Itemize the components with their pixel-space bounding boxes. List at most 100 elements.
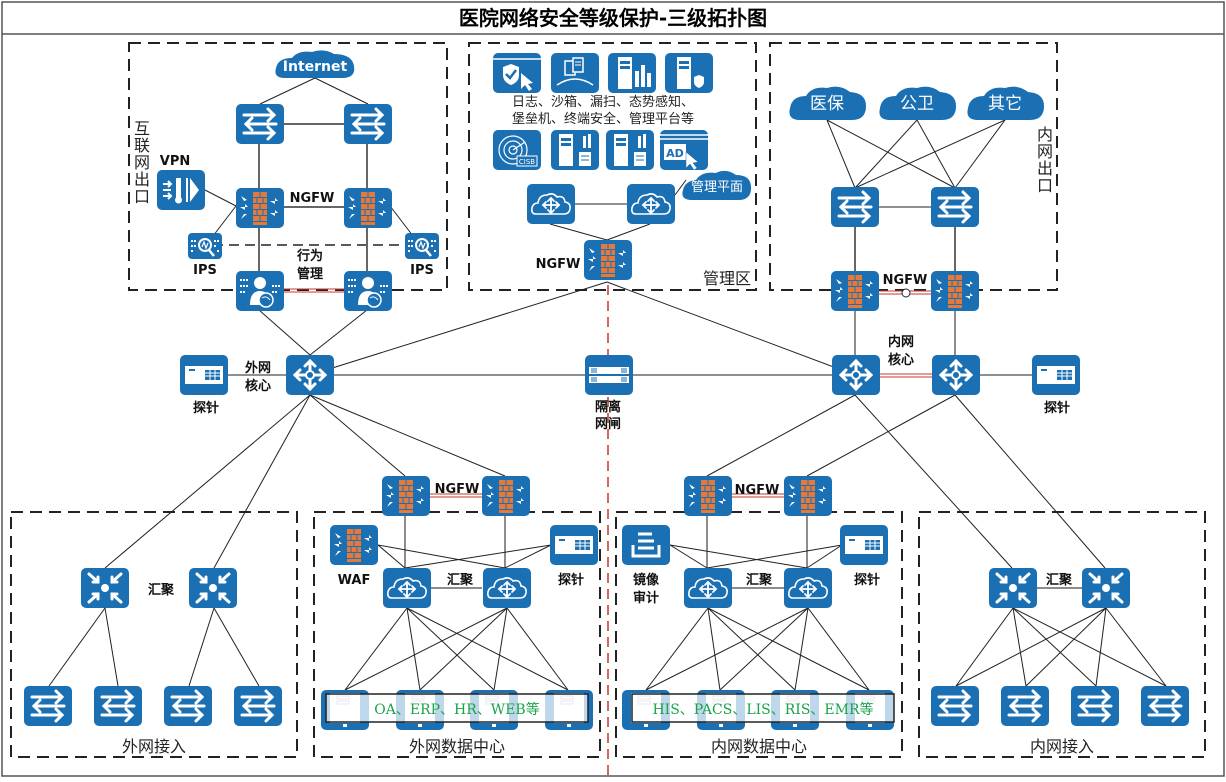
cloud-other[interactable]: 其它 — [967, 86, 1044, 120]
int-access-switch-2[interactable] — [1001, 686, 1049, 726]
intranet-ngfw-left[interactable] — [831, 271, 879, 311]
int-probe[interactable] — [1032, 355, 1080, 395]
audit-label-1: 镜像 — [633, 572, 660, 588]
int-dc-probe[interactable] — [840, 525, 888, 565]
mgmt-situation-awareness-icon[interactable] — [551, 130, 599, 170]
ext-dc-apps-label: OA、ERP、HR、WEB等 — [374, 701, 539, 718]
inet-ngfw-left[interactable] — [236, 188, 284, 228]
ext-probe[interactable] — [180, 355, 228, 395]
ha-link-node — [901, 288, 911, 298]
int-dc-ngfw-right[interactable] — [784, 476, 832, 516]
inet-switch-left[interactable] — [236, 104, 284, 144]
int-dc-zone-label: 内网数据中心 — [711, 737, 807, 756]
mgmt-bastion-icon[interactable] — [606, 130, 654, 170]
inet-ngfw-label: NGFW — [290, 191, 335, 206]
ext-dc-agg-label: 汇聚 — [447, 573, 474, 588]
mgmt-sandbox-icon[interactable] — [551, 53, 599, 93]
svg-text:口: 口 — [1037, 176, 1053, 195]
ext-dc-apps-box — [325, 693, 589, 723]
svg-text:互: 互 — [134, 119, 150, 138]
svg-text:网: 网 — [134, 153, 150, 172]
cloud-public-health[interactable]: 公卫 — [879, 86, 956, 120]
ext-dc-probe[interactable] — [550, 525, 598, 565]
zone-management — [468, 42, 757, 291]
ext-dc-agg-right[interactable] — [483, 568, 531, 608]
int-core-label-2: 核心 — [888, 352, 914, 368]
ext-access-switch-1[interactable] — [24, 686, 72, 726]
mgmt-plane-label: 管理平面 — [691, 180, 743, 195]
mgmt-desc-line2: 堡垒机、终端安全、管理平台等 — [512, 111, 694, 127]
int-dc-agg-left[interactable] — [684, 568, 732, 608]
behavior-mgmt-left[interactable] — [236, 271, 284, 311]
int-access-switch-3[interactable] — [1071, 686, 1119, 726]
mgmt-desc-line1: 日志、沙箱、漏扫、态势感知、 — [512, 94, 694, 110]
int-core-label-1: 内网 — [888, 334, 914, 350]
int-access-switch-1[interactable] — [931, 686, 979, 726]
ext-access-agg-right[interactable] — [189, 568, 237, 608]
svg-text:其它: 其它 — [988, 94, 1022, 114]
waf-device[interactable] — [330, 525, 378, 565]
mgmt-secure-server-icon[interactable] — [665, 53, 713, 93]
ext-dc-ngfw-right[interactable] — [482, 476, 530, 516]
diagram-title: 医院网络安全等级保护-三级拓扑图 — [459, 6, 767, 30]
ext-access-switch-4[interactable] — [234, 686, 282, 726]
vpn-label: VPN — [160, 154, 190, 169]
waf-label: WAF — [338, 573, 371, 588]
inet-switch-right[interactable] — [344, 104, 392, 144]
int-access-agg-right[interactable] — [1082, 568, 1130, 608]
ext-dc-zone-label: 外网数据中心 — [409, 737, 505, 756]
cloud-medical-insurance[interactable]: 医保 — [789, 86, 866, 120]
mgmt-plane-cloud[interactable]: 管理平面 — [682, 170, 752, 200]
audit-label-2: 审计 — [633, 590, 659, 606]
int-dc-agg-right[interactable] — [784, 568, 832, 608]
intranet-ngfw-right[interactable] — [931, 271, 979, 311]
ext-core-label-1: 外网 — [244, 360, 271, 376]
zone-ext-datacenter — [313, 511, 601, 758]
ext-access-agg-left[interactable] — [81, 568, 129, 608]
svg-text:出: 出 — [134, 170, 150, 189]
int-core-router-right[interactable] — [932, 355, 980, 395]
internet-cloud[interactable]: Internet — [275, 50, 355, 78]
zone-internet-exit — [128, 42, 448, 291]
behavior-mgmt-right[interactable] — [344, 271, 392, 311]
ext-access-switch-2[interactable] — [94, 686, 142, 726]
mgmt-router-left[interactable] — [527, 184, 575, 224]
int-dc-ngfw-left[interactable] — [684, 476, 732, 516]
mgmt-endpoint-security-icon[interactable] — [493, 53, 541, 93]
mgmt-vuln-scan-icon[interactable] — [493, 130, 541, 170]
ext-access-switch-3[interactable] — [164, 686, 212, 726]
int-access-agg-label: 汇聚 — [1046, 573, 1073, 588]
mgmt-ad-icon[interactable] — [660, 130, 708, 170]
ext-access-zone-label: 外网接入 — [122, 737, 186, 756]
intranet-exit-zone-label: 内 网 出 口 — [1037, 125, 1053, 195]
svg-text:口: 口 — [134, 187, 150, 206]
internet-exit-zone-label: 互 联 网 出 口 — [134, 119, 150, 206]
int-core-router-left[interactable] — [832, 355, 880, 395]
ips-left-device[interactable] — [188, 233, 222, 259]
ext-dc-agg-left[interactable] — [383, 568, 431, 608]
ext-dc-ngfw-left[interactable] — [382, 476, 430, 516]
links — [48, 77, 1167, 691]
mgmt-ngfw-label: NGFW — [536, 257, 581, 272]
ips-right-device[interactable] — [405, 233, 439, 259]
mgmt-router-right[interactable] — [627, 184, 675, 224]
behavior-label-2: 管理 — [297, 266, 323, 282]
inet-ngfw-right[interactable] — [344, 188, 392, 228]
zone-intranet-exit — [769, 42, 1058, 291]
mgmt-log-server-icon[interactable] — [608, 53, 656, 93]
intranet-switch-left[interactable] — [831, 187, 879, 227]
isolation-gap-device[interactable] — [585, 355, 633, 395]
svg-text:联: 联 — [134, 136, 150, 155]
svg-text:出: 出 — [1037, 159, 1053, 178]
behavior-label-1: 行为 — [296, 248, 323, 264]
ext-core-router[interactable] — [286, 355, 334, 395]
mgmt-ngfw[interactable] — [584, 240, 632, 280]
int-access-switch-4[interactable] — [1141, 686, 1189, 726]
internet-label: Internet — [283, 59, 348, 75]
gap-label-1: 隔离 — [595, 399, 621, 415]
mirror-audit-device[interactable] — [622, 525, 670, 565]
intranet-switch-right[interactable] — [931, 187, 979, 227]
int-access-agg-left[interactable] — [989, 568, 1037, 608]
vpn-device[interactable] — [157, 170, 205, 210]
